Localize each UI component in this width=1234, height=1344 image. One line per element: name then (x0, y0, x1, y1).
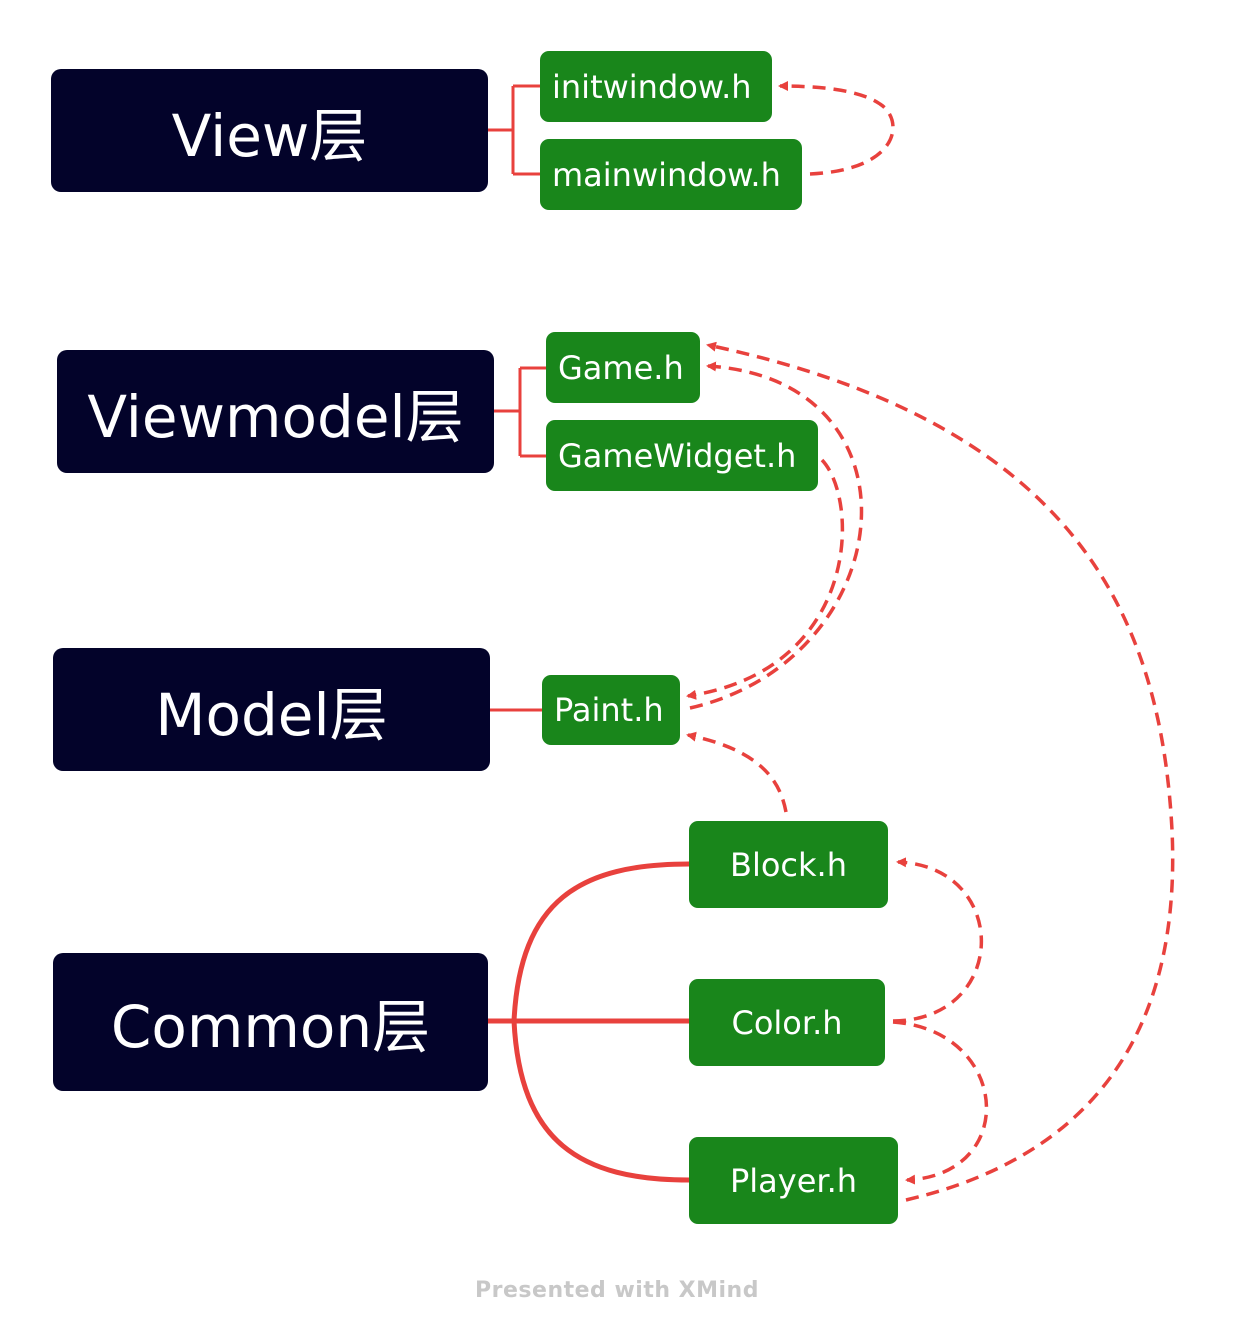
file-label: initwindow.h (552, 67, 752, 106)
dep-mainwindow-to-initwindow (778, 81, 895, 176)
viewmodel-layer-label: Viewmodel层 (87, 382, 464, 451)
file-label: Color.h (731, 1003, 843, 1042)
file-node-initwindow: initwindow.h (540, 51, 772, 122)
file-label: GameWidget.h (558, 436, 797, 475)
file-node-mainwindow: mainwindow.h (540, 139, 802, 210)
file-node-color: Color.h (689, 979, 885, 1066)
dep-paint-to-game (689, 361, 864, 710)
file-label: Player.h (729, 1161, 858, 1200)
common-layer-label: Common层 (110, 993, 431, 1061)
dep-gamewidget-to-paint (686, 458, 845, 700)
dep-color-to-player (892, 1020, 989, 1185)
file-label: Block.h (730, 845, 847, 884)
footer-credit: Presented with XMind (475, 1278, 759, 1303)
file-label: Game.h (558, 348, 684, 387)
common-layer-box: Common层 (53, 953, 488, 1091)
file-node-game: Game.h (546, 332, 700, 403)
file-node-player: Player.h (689, 1137, 898, 1224)
view-layer-box: View层 (51, 69, 488, 192)
view-tree-connector (488, 84, 540, 176)
file-node-block: Block.h (689, 821, 888, 908)
model-layer-label: Model层 (155, 680, 388, 749)
view-layer-label: View层 (171, 101, 368, 170)
file-label: Paint.h (554, 691, 664, 729)
model-layer-box: Model层 (53, 648, 490, 771)
viewmodel-tree-connector (494, 366, 546, 458)
viewmodel-layer-box: Viewmodel层 (57, 350, 494, 473)
dep-color-to-block (892, 857, 984, 1023)
file-node-paint: Paint.h (542, 675, 680, 745)
file-label: mainwindow.h (552, 155, 781, 194)
common-tree-connector (488, 861, 690, 1183)
dep-block-to-paint (686, 731, 788, 813)
file-node-gamewidget: GameWidget.h (546, 420, 818, 491)
dep-player-to-game (706, 341, 1175, 1202)
